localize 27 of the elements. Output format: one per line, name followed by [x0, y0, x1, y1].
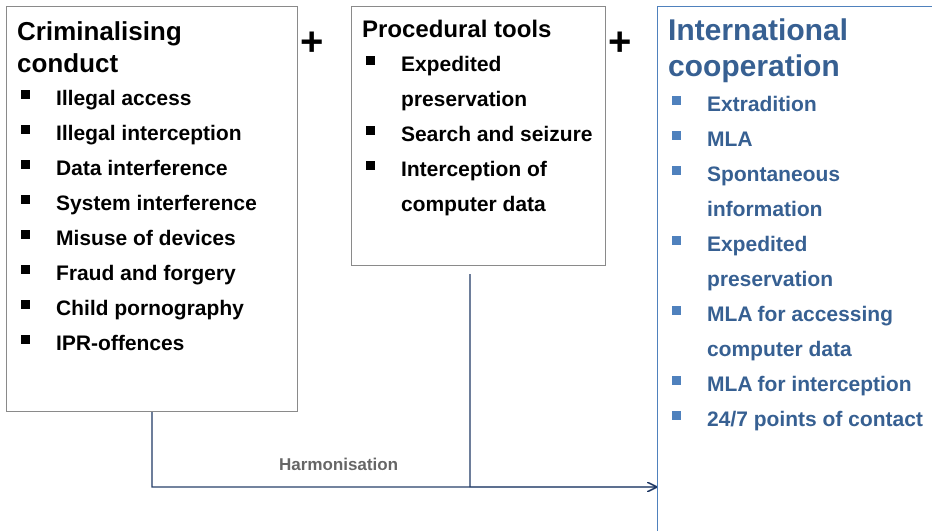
- list-item: Data interference: [56, 156, 228, 182]
- list-item: Illegal access: [56, 86, 192, 112]
- box-heading: International cooperation: [668, 13, 850, 85]
- list-item: 24/7 points of contact: [707, 407, 923, 433]
- list-item: System interference: [56, 191, 257, 217]
- list-item: Fraud and forgery: [56, 261, 236, 287]
- text-box: [6, 6, 298, 412]
- list-item: MLA for interception: [707, 372, 912, 398]
- list-item: Expedited preservation: [401, 52, 528, 113]
- list-item: Extradition: [707, 92, 817, 118]
- list-item: Spontaneous information: [707, 162, 842, 223]
- list-item: MLA: [707, 127, 752, 153]
- text-box: [657, 6, 932, 531]
- box-heading: Criminalising conduct: [17, 15, 183, 79]
- list-item: IPR-offences: [56, 331, 184, 357]
- list-item: MLA for accessing computer data: [707, 302, 894, 363]
- arrow: [469, 274, 658, 493]
- list-item: Expedited preservation: [707, 232, 834, 293]
- plus-sign: +: [300, 22, 324, 62]
- plus-sign: +: [608, 22, 632, 62]
- text-box: [351, 6, 606, 266]
- list-item: Search and seizure: [401, 122, 592, 148]
- box-heading: Procedural tools: [362, 15, 552, 45]
- list-item: Interception of computer data: [401, 157, 548, 218]
- list-item: Child pornography: [56, 296, 244, 322]
- list-item: Illegal interception: [56, 121, 242, 147]
- list-item: Misuse of devices: [56, 226, 236, 252]
